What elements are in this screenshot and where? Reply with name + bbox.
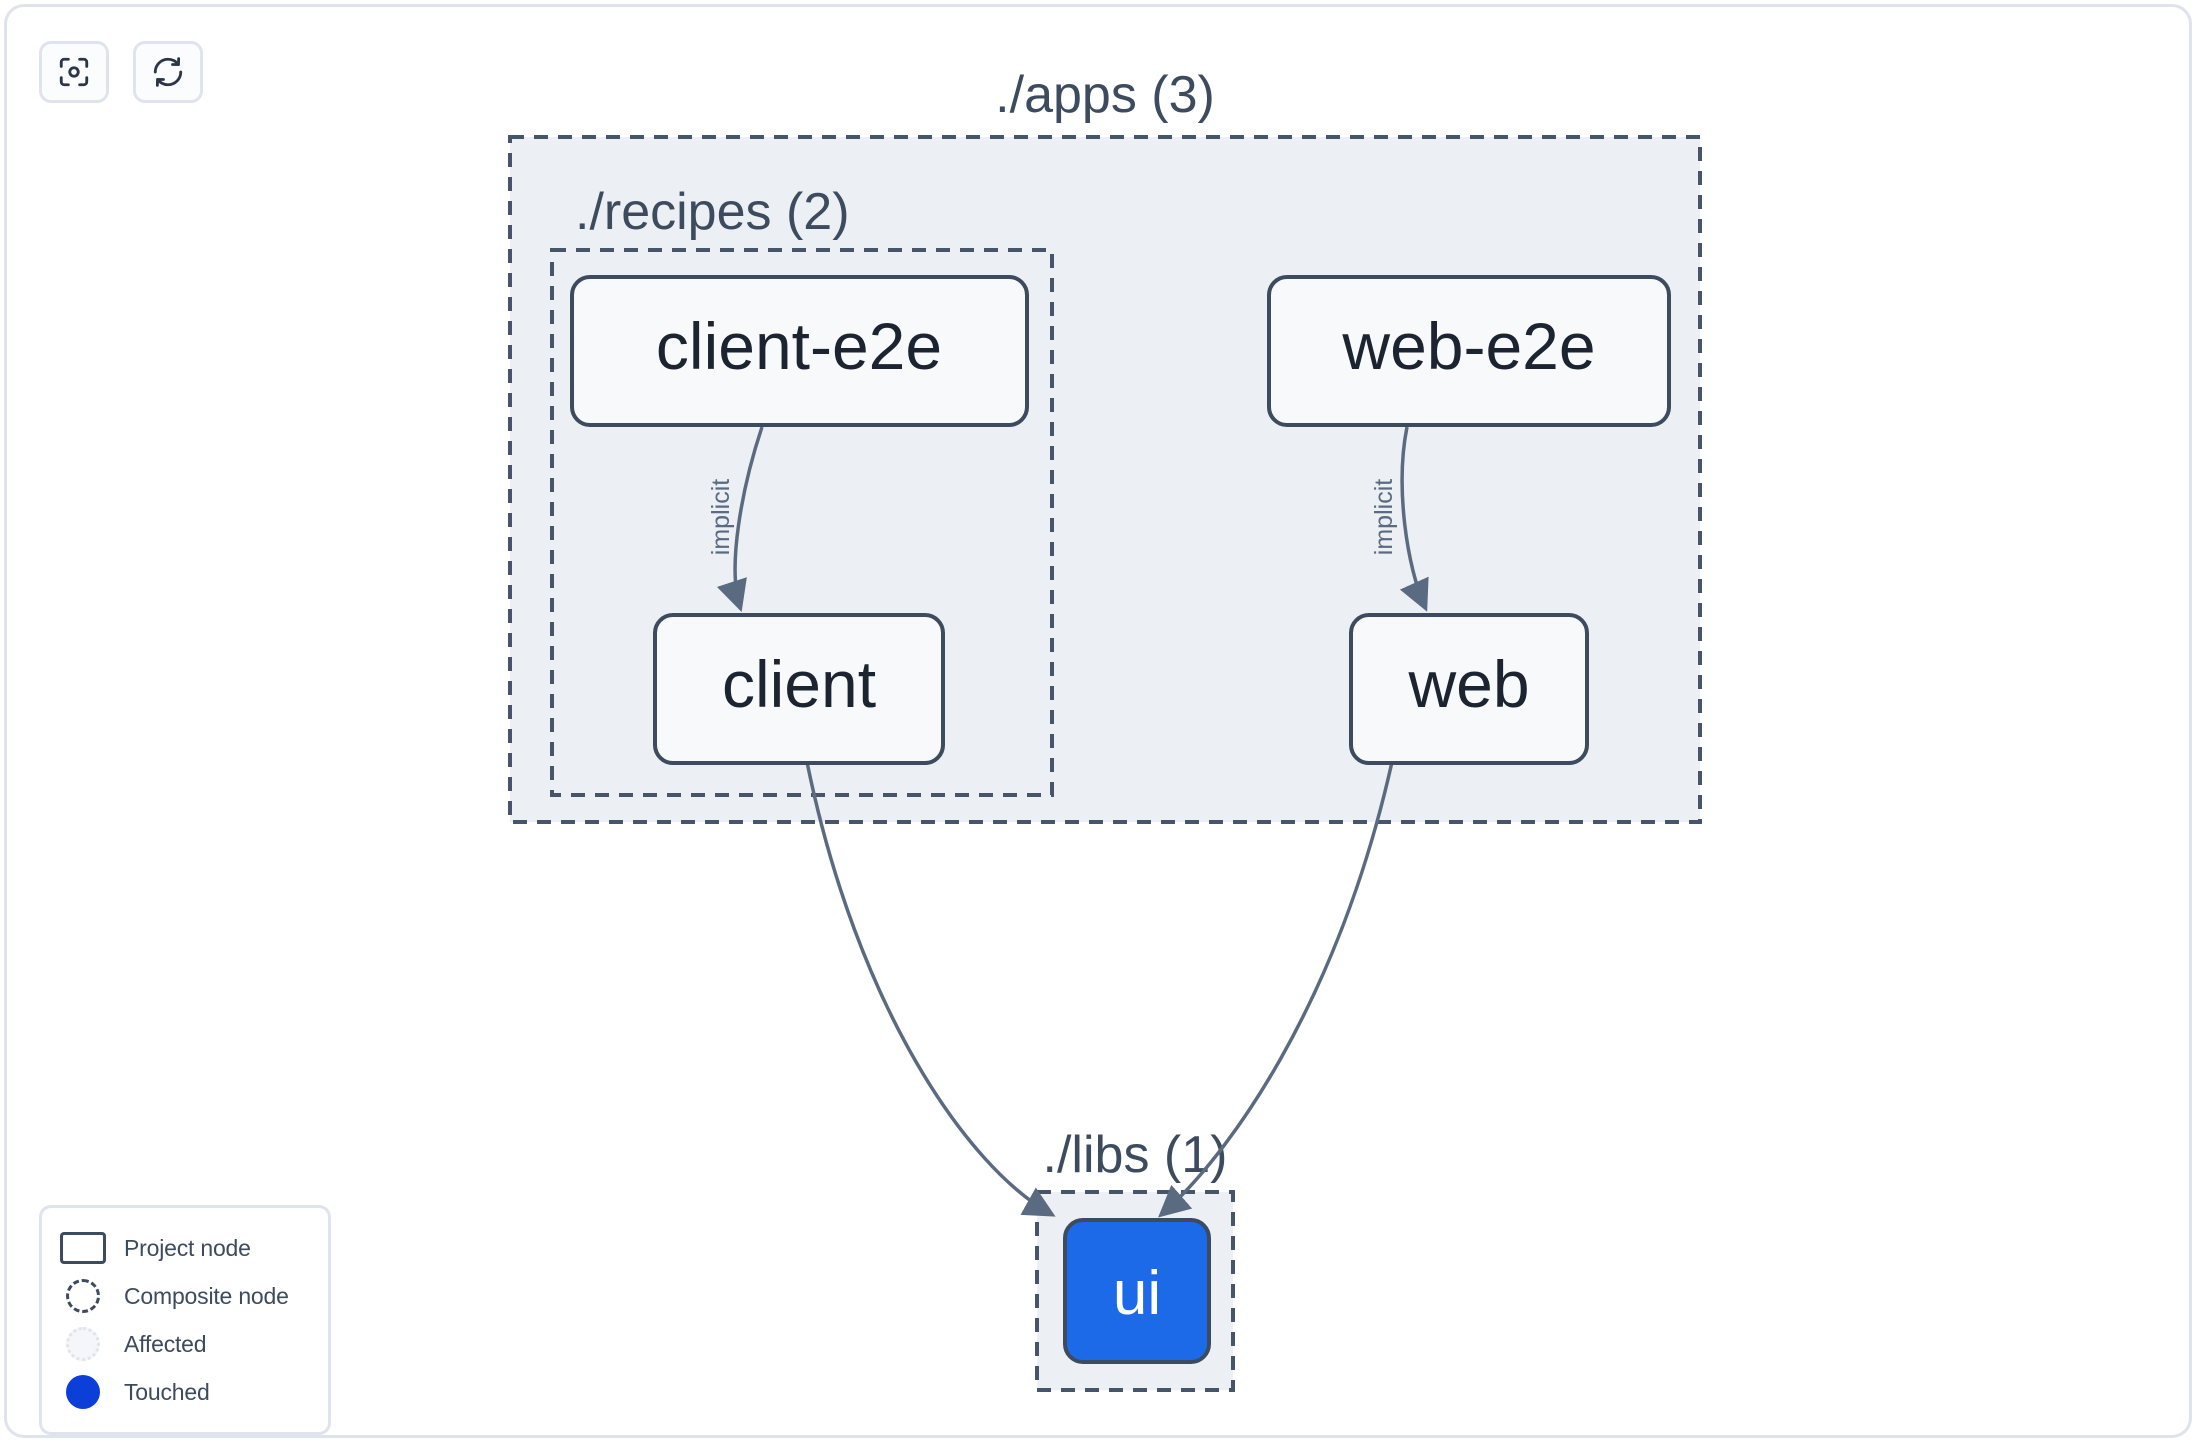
group-apps-label: ./apps (3) [995, 66, 1215, 124]
node-web-e2e[interactable]: web-e2e [1267, 275, 1671, 427]
node-web-box[interactable] [1349, 613, 1589, 765]
composite-node-swatch [60, 1279, 106, 1313]
project-node-swatch [60, 1232, 106, 1264]
legend-label-project-node: Project node [124, 1234, 251, 1261]
legend-item-touched: Touched [60, 1368, 308, 1416]
focus-target-icon [57, 55, 91, 89]
focus-graph-button[interactable] [39, 41, 109, 103]
node-client-e2e[interactable]: client-e2e [570, 275, 1029, 427]
edge-label-client-e2e-client: implicit [707, 479, 735, 555]
node-client-label: client [722, 647, 876, 721]
legend-label-affected: Affected [124, 1330, 207, 1357]
edge-label-web-e2e-web: implicit [1370, 479, 1398, 555]
edge-web-e2e-to-web[interactable] [1399, 426, 1429, 612]
group-recipes-label: ./recipes (2) [575, 183, 850, 241]
node-ui-label: ui [1113, 1259, 1161, 1328]
edge-web-to-ui[interactable] [1158, 761, 1394, 1218]
project-graph-panel: ./apps (3) ./recipes (2) ./libs (1) impl… [4, 4, 2192, 1438]
legend-label-composite-node: Composite node [124, 1282, 289, 1309]
legend-item-project-node: Project node [60, 1224, 308, 1272]
affected-swatch [60, 1327, 106, 1361]
edge-client-to-ui[interactable] [805, 761, 1056, 1217]
graph-toolbar [39, 41, 203, 103]
graph-nodes: client-e2e web-e2e client web ui [570, 275, 1671, 1364]
node-client-box[interactable] [653, 613, 945, 765]
node-ui-box[interactable] [1063, 1218, 1211, 1364]
legend-label-touched: Touched [124, 1378, 210, 1405]
node-web-e2e-label: web-e2e [1341, 309, 1595, 383]
refresh-icon [151, 55, 185, 89]
node-client[interactable]: client [653, 613, 945, 765]
node-ui[interactable]: ui [1063, 1218, 1211, 1364]
graph-legend: Project node Composite node Affected Tou… [39, 1205, 331, 1435]
edge-client-e2e-to-client[interactable] [716, 426, 764, 612]
node-web-e2e-box[interactable] [1267, 275, 1671, 427]
group-libs-label: ./libs (1) [1043, 1126, 1228, 1184]
node-web-label: web [1407, 647, 1529, 721]
touched-swatch [60, 1375, 106, 1409]
node-client-e2e-box[interactable] [570, 275, 1029, 427]
legend-item-affected: Affected [60, 1320, 308, 1368]
node-client-e2e-label: client-e2e [656, 309, 942, 383]
node-web[interactable]: web [1349, 613, 1589, 765]
legend-item-composite-node: Composite node [60, 1272, 308, 1320]
graph-canvas[interactable]: ./apps (3) ./recipes (2) ./libs (1) impl… [7, 7, 2192, 1438]
refresh-graph-button[interactable] [133, 41, 203, 103]
graph-edges: implicit implicit [707, 426, 1429, 1218]
